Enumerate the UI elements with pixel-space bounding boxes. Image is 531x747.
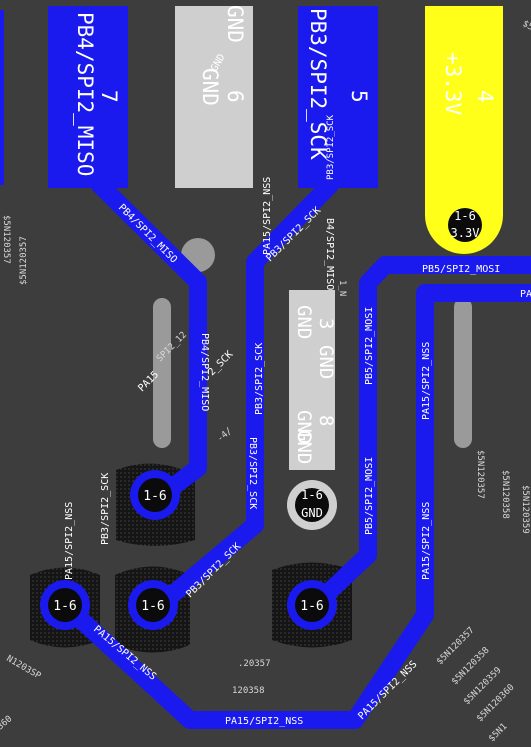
- net-label-nss-7: PA15/SPI2_NSS: [64, 502, 75, 580]
- via-2-label: 1-6: [301, 488, 323, 502]
- net-label-nss-3: PA15/SPI2_NSS: [225, 716, 303, 727]
- via-1: 1-6: [130, 470, 180, 520]
- via-3: 1-6 3.3V: [440, 200, 490, 250]
- net-label-nss-2: PA15/SPI2_NSS: [421, 502, 432, 580]
- via-3-net: 3.3V: [451, 226, 480, 240]
- silk-ref-1: $5N120357: [19, 236, 29, 285]
- net-label-nss-1: PA15/SPI2_NSS: [421, 342, 432, 420]
- pad-6-number: 6: [223, 90, 247, 103]
- net-label-sck-2: PB3/SPI2_SCK: [254, 343, 265, 415]
- pad-3-name: GND: [293, 305, 315, 339]
- silk-ref-2: $5N120357: [475, 450, 485, 499]
- pad-7-number: 7: [97, 90, 121, 103]
- slot-right: [454, 298, 472, 448]
- via-4: 1-6: [40, 580, 90, 630]
- net-label-mosi-1: PB5/SPI2_MOSI: [364, 307, 375, 385]
- pad-5-number: 5: [347, 90, 371, 103]
- pad-8-extra: GND: [293, 430, 315, 464]
- net-label-mosi-2: PB5/SPI2_MOSI: [364, 457, 375, 535]
- pad-5-net: PB3/SPI2_SCK: [326, 114, 336, 180]
- pad-3-number: 3: [315, 318, 337, 329]
- via-3-label: 1-6: [454, 209, 476, 223]
- net-label-sck-5: PB3/SPI2_SCK: [100, 473, 111, 545]
- pad-7-name: PB4/SPI2_MISO: [73, 12, 97, 176]
- pad-4-number: 4: [473, 90, 497, 103]
- pad-8-number: 8: [315, 415, 337, 426]
- edge-copper: [0, 10, 4, 185]
- net-label-sck-4: PB3/SPI2_SCK: [247, 437, 258, 509]
- net-label-nss-6: PA15/SPI2_NSS: [262, 177, 273, 255]
- via-6-label: 1-6: [300, 599, 323, 614]
- silk-ref-16: 1_N: [337, 280, 347, 296]
- silk-ref-4: $5N120359: [520, 485, 530, 534]
- via-5-label: 1-6: [141, 599, 164, 614]
- via-2-net: GND: [301, 506, 323, 520]
- via-5: 1-6: [128, 580, 178, 630]
- via-6: 1-6: [287, 580, 337, 630]
- silk-ref-9: .20357: [238, 659, 271, 669]
- pad-4-name: +3.3V: [441, 52, 465, 116]
- pad-6-name-2: GND: [223, 5, 247, 43]
- pad-3-extra: GND: [315, 345, 337, 379]
- via-2: 1-6 GND: [287, 480, 337, 530]
- silk-ref-17: $5N120357: [1, 215, 11, 264]
- via-1-label: 1-6: [143, 489, 166, 504]
- silk-ref-3: $5N120358: [500, 470, 510, 519]
- silk-ref-10: 120358: [232, 686, 265, 696]
- net-label-mosi-4: PA: [520, 289, 531, 300]
- net-label-miso-3: B4/SPI2_MISO: [324, 218, 335, 290]
- via-4-label: 1-6: [53, 599, 76, 614]
- net-label-mosi-3: PB5/SPI2_MOSI: [422, 264, 500, 275]
